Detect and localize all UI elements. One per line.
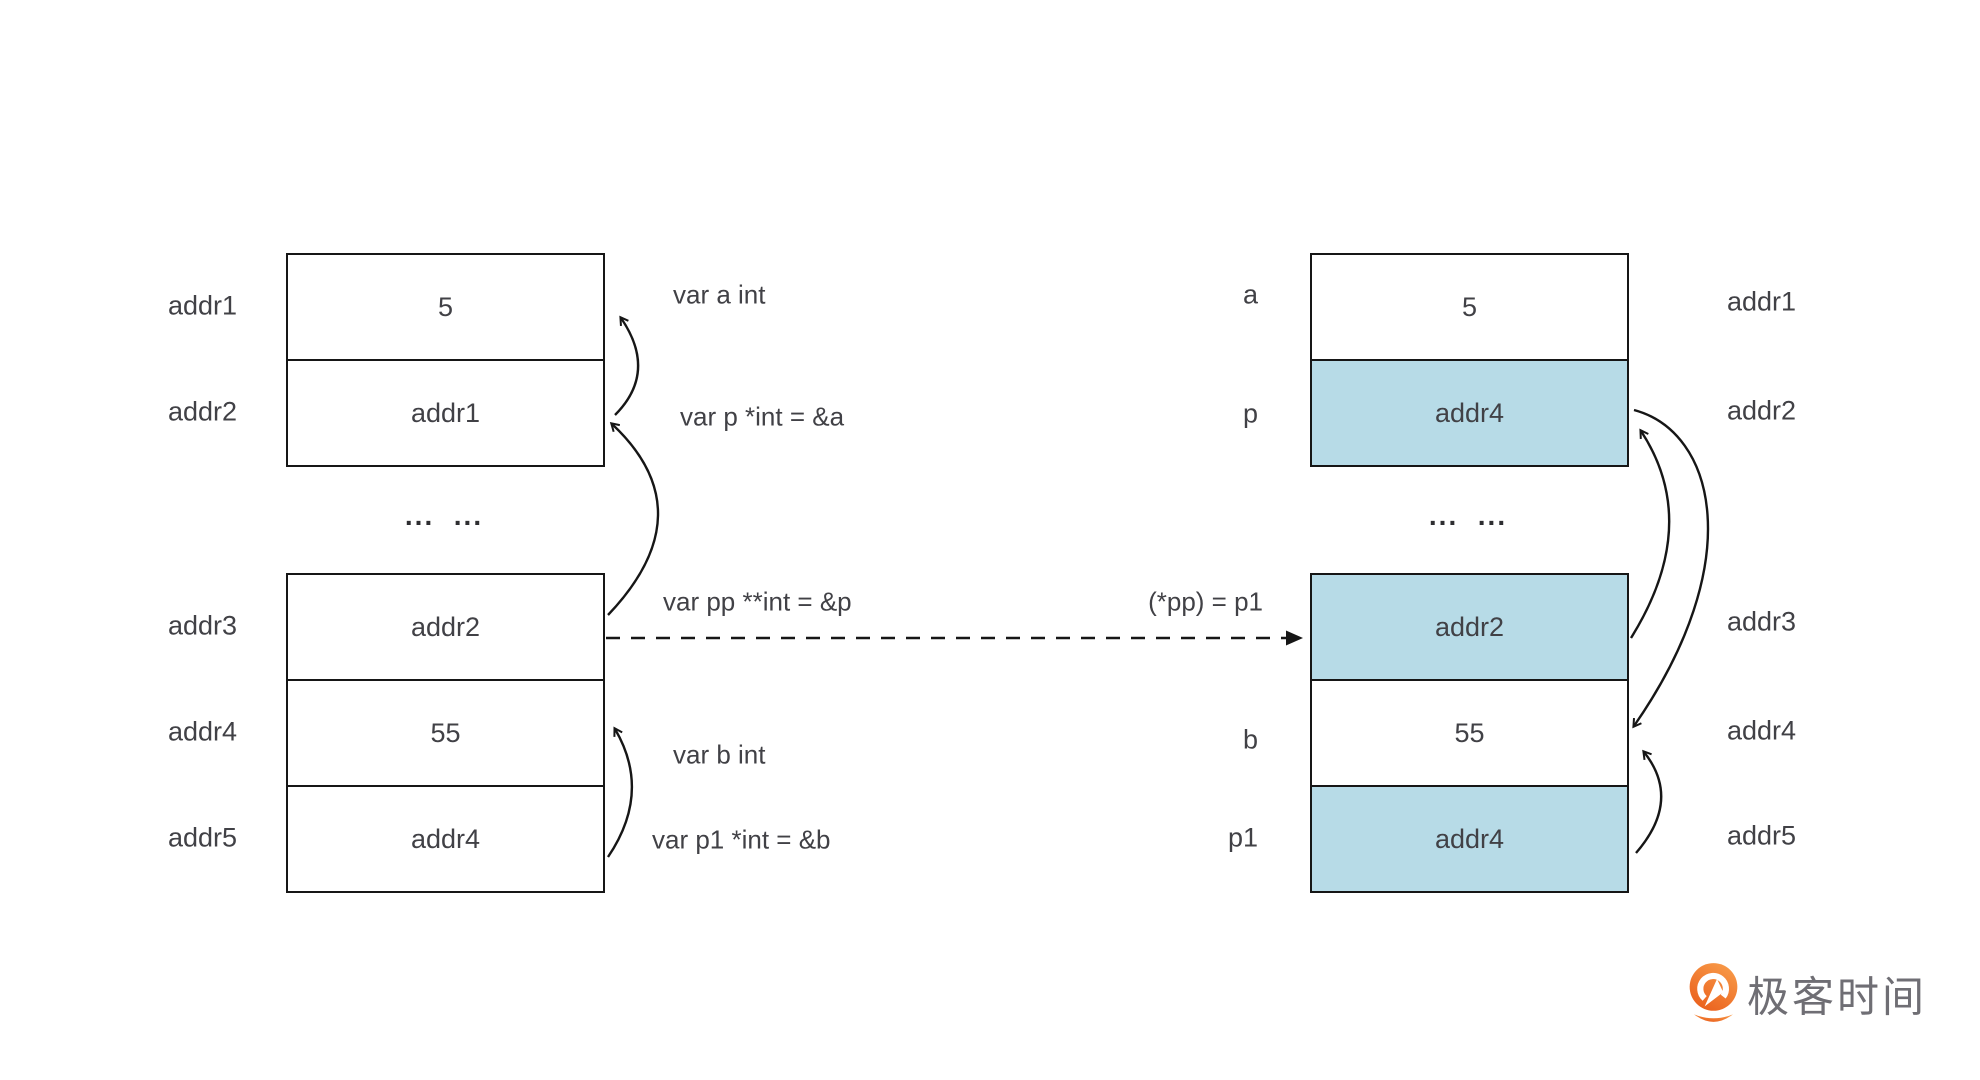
annotation-var-a: var a int [673, 279, 766, 310]
left-address-label: addr5 [167, 822, 237, 853]
arrow-p1-cell-points-to-b-cell [1635, 749, 1663, 854]
left-address-label: addr3 [167, 610, 237, 641]
right-address-label: addr5 [1727, 820, 1797, 851]
cell-value: 5 [1461, 291, 1478, 322]
right-memory-block-1: 5 addr4 [1310, 253, 1629, 467]
logo-pin-tail [1694, 1014, 1733, 1022]
memory-gap-ellipsis: ... ... [404, 500, 484, 531]
arrow-pp-points-to-p [607, 421, 660, 616]
memory-gap-ellipsis: ... ... [1428, 500, 1508, 531]
memory-cell-pp: addr2 [1312, 575, 1627, 681]
right-memory-block-2: addr2 55 addr4 [1310, 573, 1629, 893]
right-address-label: addr1 [1727, 286, 1797, 317]
cell-value: addr2 [410, 611, 481, 642]
assignment-label: (*pp) = p1 [1148, 586, 1263, 617]
memory-cell-p: addr4 [1312, 361, 1627, 465]
arrow-p1-points-to-b [607, 726, 633, 858]
left-address-label: addr2 [167, 396, 237, 427]
cell-value: addr4 [1434, 823, 1505, 854]
left-address-label: addr4 [167, 716, 237, 747]
geektime-logo-text: 极客时间 [1747, 973, 1928, 1021]
arrow-assignment-head [1286, 630, 1303, 646]
memory-cell-a: 5 [288, 255, 603, 361]
memory-cell-p: addr1 [288, 361, 603, 465]
cell-value: 55 [1454, 717, 1485, 748]
right-address-label: addr3 [1727, 606, 1797, 637]
arrow-pp-cell-points-to-p-cell [1629, 428, 1671, 639]
arrow-p-points-to-a [614, 315, 640, 416]
cell-value: addr4 [410, 823, 481, 854]
cell-value: addr2 [1434, 611, 1505, 642]
memory-cell-p1: addr4 [288, 787, 603, 891]
right-var-label-b: b [1242, 724, 1258, 755]
right-var-label-p: p [1242, 398, 1258, 429]
memory-cell-pp: addr2 [288, 575, 603, 681]
annotation-var-pp: var pp **int = &p [663, 586, 852, 617]
cell-value: 55 [430, 717, 461, 748]
annotation-var-b: var b int [673, 739, 766, 770]
memory-cell-b: 55 [1312, 681, 1627, 787]
left-memory-block-2: addr2 55 addr4 [286, 573, 605, 893]
arrow-p-cell-points-to-b-cell [1632, 408, 1710, 729]
memory-cell-b: 55 [288, 681, 603, 787]
cell-value: addr4 [1434, 397, 1505, 428]
left-address-label: addr1 [167, 290, 237, 321]
logo-needle [1704, 978, 1724, 1007]
geektime-logo-icon [1689, 963, 1738, 1022]
cell-value: addr1 [410, 397, 481, 428]
cell-value: 5 [437, 291, 454, 322]
right-var-label-a: a [1242, 279, 1258, 310]
right-address-label: addr2 [1727, 395, 1797, 426]
memory-cell-a: 5 [1312, 255, 1627, 361]
right-var-label-p1: p1 [1227, 822, 1258, 853]
right-address-label: addr4 [1727, 715, 1797, 746]
logo-ring [1697, 972, 1729, 1001]
annotation-var-p: var p *int = &a [680, 401, 845, 432]
annotation-var-p1: var p1 *int = &b [652, 824, 831, 855]
left-memory-block-1: 5 addr1 [286, 253, 605, 467]
memory-cell-p1: addr4 [1312, 787, 1627, 891]
